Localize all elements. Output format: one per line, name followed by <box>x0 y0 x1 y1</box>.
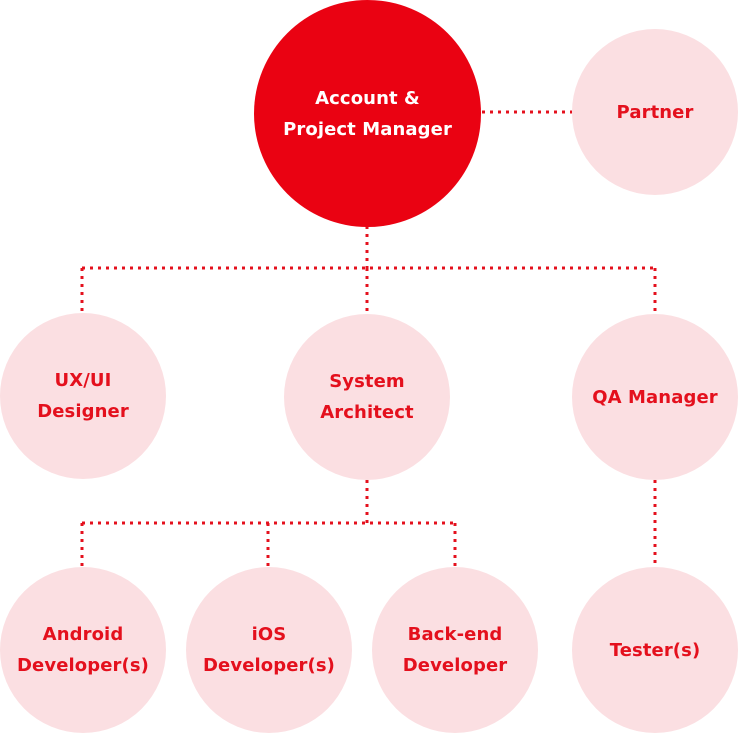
node-ios-developer: iOS Developer(s) <box>186 567 352 733</box>
label-line: Tester(s) <box>609 639 701 661</box>
node-label: Back-end Developer <box>403 619 508 681</box>
node-label: Android Developer(s) <box>17 619 149 681</box>
label-line: Account & <box>315 87 420 109</box>
label-line: Designer <box>37 401 129 422</box>
node-label: Account & Project Manager <box>283 83 452 145</box>
node-label: Tester(s) <box>610 635 701 666</box>
node-partner: Partner <box>572 29 738 195</box>
node-label: Partner <box>617 97 694 128</box>
label-line: UX/UI <box>54 370 112 391</box>
node-system-architect: System Architect <box>284 314 450 480</box>
label-line: Partner <box>616 101 694 123</box>
node-ux-ui-designer: UX/UI Designer <box>0 313 166 479</box>
label-line: Back-end <box>407 624 503 645</box>
node-label: QA Manager <box>592 382 718 413</box>
label-line: System <box>329 371 405 392</box>
node-qa-manager: QA Manager <box>572 314 738 480</box>
label-line: Architect <box>320 402 414 423</box>
node-label: UX/UI Designer <box>37 365 129 427</box>
node-account-project-manager: Account & Project Manager <box>254 0 481 227</box>
label-line: iOS <box>251 624 287 645</box>
node-backend-developer: Back-end Developer <box>372 567 538 733</box>
label-line: Project Manager <box>283 118 452 140</box>
label-line: Developer <box>402 655 508 676</box>
node-label: iOS Developer(s) <box>203 619 335 681</box>
label-line: Android <box>42 624 124 645</box>
label-line: Developer(s) <box>203 655 335 676</box>
label-line: QA Manager <box>592 386 718 408</box>
node-tester: Tester(s) <box>572 567 738 733</box>
node-android-developer: Android Developer(s) <box>0 567 166 733</box>
node-label: System Architect <box>320 366 413 428</box>
label-line: Developer(s) <box>17 655 149 676</box>
